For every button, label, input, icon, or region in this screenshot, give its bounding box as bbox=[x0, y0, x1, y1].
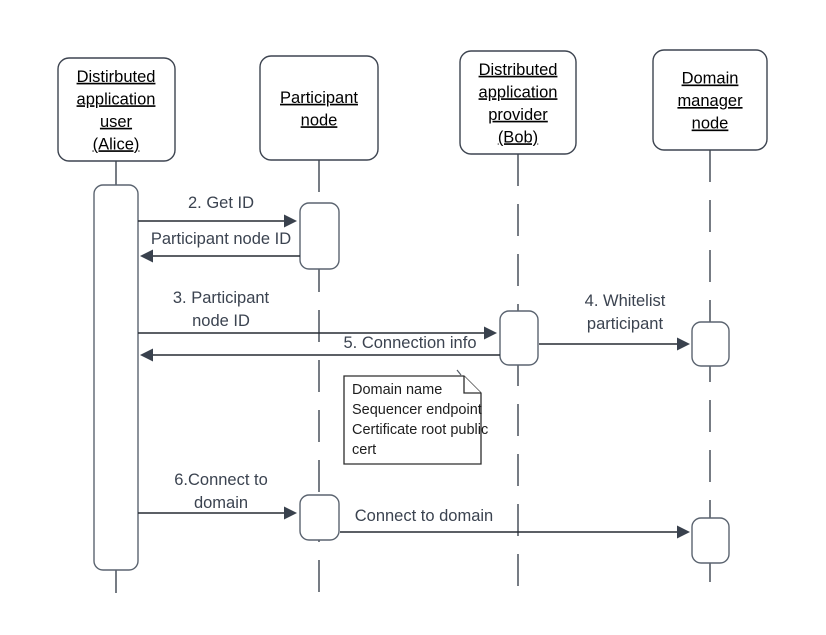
message-msg-connect-to-domain[interactable]: Connect to domain bbox=[340, 507, 690, 539]
activation-bar-provider-bob[interactable] bbox=[499, 310, 539, 366]
lifeline-header-label: provider bbox=[488, 106, 548, 124]
message-msg-4-whitelist-participant[interactable]: 4. Whitelist participant bbox=[539, 292, 690, 351]
message-msg-get-id[interactable]: 2. Get ID bbox=[138, 194, 297, 228]
message-label: domain bbox=[194, 494, 248, 512]
messages-layer: 2. Get ID Participant node ID 3. Participa… bbox=[138, 194, 690, 539]
message-label: 2. Get ID bbox=[188, 194, 254, 212]
lifeline-header-box[interactable] bbox=[259, 55, 379, 161]
note-line: Domain name bbox=[352, 382, 442, 398]
message-arrowhead bbox=[677, 525, 690, 539]
lifeline-header-label: manager bbox=[677, 92, 743, 110]
message-label: node ID bbox=[192, 312, 250, 330]
activation-bar-alice[interactable] bbox=[93, 184, 139, 571]
note-line: Sequencer endpoint bbox=[352, 402, 482, 418]
message-msg-6-connect-to-domain[interactable]: 6.Connect to domain bbox=[138, 471, 297, 520]
lifeline-domain-manager-node[interactable]: Domain manager node bbox=[652, 49, 768, 597]
message-label: 6.Connect to bbox=[174, 471, 268, 489]
lifeline-header-label: Domain bbox=[682, 70, 739, 88]
lifeline-header-label: (Alice) bbox=[93, 135, 140, 153]
lifeline-header-label: user bbox=[100, 113, 133, 131]
message-label: Participant node ID bbox=[151, 230, 291, 248]
lifeline-header-label: application bbox=[479, 83, 558, 101]
message-arrowhead bbox=[284, 506, 297, 520]
activations-layer bbox=[93, 184, 730, 571]
lifeline-header-label: (Bob) bbox=[498, 128, 538, 146]
message-arrowhead bbox=[284, 214, 297, 228]
note-line: cert bbox=[352, 442, 376, 458]
activation-bar-domain-manager-node[interactable] bbox=[691, 321, 730, 367]
message-arrowhead bbox=[140, 348, 153, 362]
activation-bar-domain-manager-node[interactable] bbox=[691, 517, 730, 564]
lifeline-provider-bob[interactable]: Distributed application provider (Bob) bbox=[459, 50, 577, 597]
message-arrowhead bbox=[484, 326, 497, 340]
message-label: 3. Participant bbox=[173, 289, 270, 307]
message-label: 4. Whitelist bbox=[585, 292, 666, 310]
lifeline-header-label: node bbox=[301, 111, 338, 129]
note-fold-corner-icon bbox=[463, 376, 481, 394]
lifeline-participant-node[interactable]: Participant node bbox=[259, 55, 379, 597]
note-body[interactable] bbox=[343, 375, 482, 465]
lifeline-header-label: Distirbuted bbox=[77, 68, 156, 86]
lifeline-header-label: application bbox=[77, 90, 156, 108]
note-connector-tick bbox=[456, 369, 462, 376]
lifeline-header-label: node bbox=[692, 115, 729, 133]
message-label: participant bbox=[587, 315, 664, 333]
message-label: Connect to domain bbox=[355, 507, 494, 525]
lifelines-layer: Distirbuted application user (Alice) Partici… bbox=[57, 49, 768, 597]
message-arrowhead bbox=[140, 249, 153, 263]
activation-bar-participant-node[interactable] bbox=[299, 202, 340, 270]
activation-bar-participant-node[interactable] bbox=[299, 494, 340, 541]
lifeline-header-label: Participant bbox=[280, 89, 358, 107]
message-arrowhead bbox=[677, 337, 690, 351]
message-label: 5. Connection info bbox=[343, 334, 476, 352]
message-msg-participant-node-id-return[interactable]: Participant node ID bbox=[140, 230, 300, 263]
message-msg-5-connection-info[interactable]: 5. Connection info bbox=[140, 334, 500, 362]
note-line: Certificate root public bbox=[352, 422, 488, 438]
lifeline-header-label: Distributed bbox=[479, 61, 558, 79]
message-msg-3-participant-node-id[interactable]: 3. Participant node ID bbox=[138, 289, 497, 340]
